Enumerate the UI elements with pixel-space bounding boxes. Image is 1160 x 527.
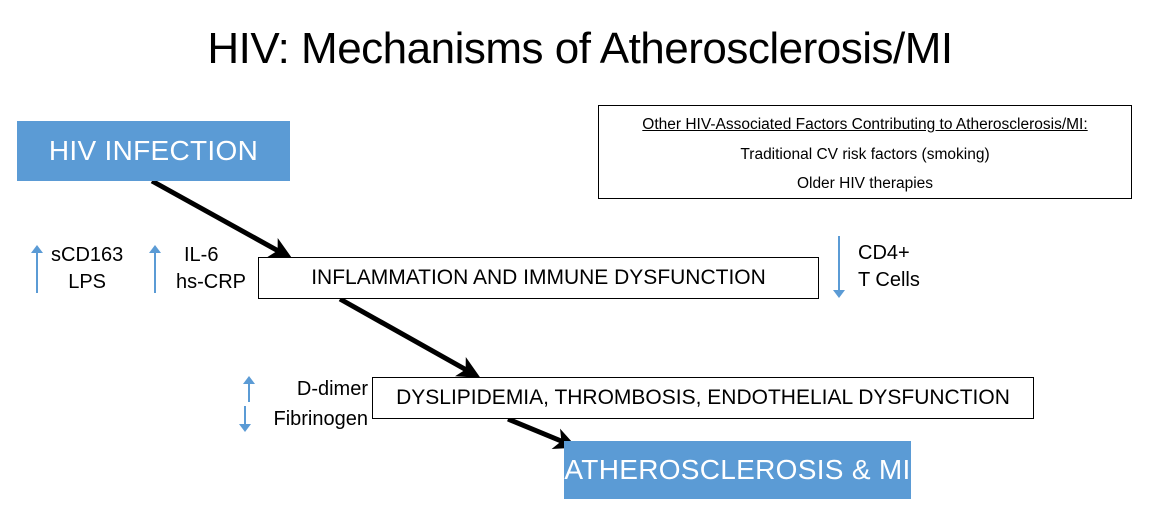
marker-cd4: CD4+ T Cells: [832, 234, 920, 300]
marker-il6: IL-6 hs-CRP: [148, 238, 246, 300]
other-factors-heading: Other HIV-Associated Factors Contributin…: [642, 116, 1088, 133]
arrow-down-icon: [238, 406, 252, 432]
marker-scd163: sCD163 LPS: [30, 238, 123, 300]
marker-il6-line-1: hs-CRP: [176, 271, 247, 293]
marker-cd4-line-0: CD4+: [858, 242, 910, 264]
marker-cd4-line-1: T Cells: [858, 269, 920, 291]
arrow-inflammation-to-dyslipidemia: [338, 296, 481, 378]
page-title: HIV: Mechanisms of Atherosclerosis/MI: [207, 24, 953, 73]
marker-scd163-line-0: sCD163: [51, 244, 124, 266]
arrow-dyslipidemia-to-atherosclerosis: [507, 416, 578, 449]
marker-scd163-line-1: LPS: [68, 271, 107, 293]
arrow-up-icon: [242, 376, 256, 402]
other-factors-callout[interactable]: Other HIV-Associated Factors Contributin…: [598, 105, 1132, 199]
node-dyslipidemia-label: DYSLIPIDEMIA, THROMBOSIS, ENDOTHELIAL DY…: [396, 386, 1010, 409]
node-atherosclerosis-mi[interactable]: ATHEROSCLEROSIS & MI: [564, 441, 911, 499]
arrow-up-icon: [30, 245, 44, 293]
marker-fibrinogen-label: Fibrinogen: [273, 407, 368, 430]
other-factors-item-0: Traditional CV risk factors (smoking): [740, 145, 990, 163]
node-inflammation[interactable]: INFLAMMATION AND IMMUNE DYSFUNCTION: [258, 257, 819, 299]
node-inflammation-label: INFLAMMATION AND IMMUNE DYSFUNCTION: [311, 266, 766, 289]
arrow-up-icon: [148, 245, 162, 293]
marker-ddimer-label: D-dimer: [296, 377, 368, 400]
marker-coagulation: D-dimer Fibrinogen: [238, 374, 370, 434]
marker-il6-line-0: IL-6: [184, 244, 219, 266]
node-hiv-infection[interactable]: HIV INFECTION: [17, 121, 290, 181]
node-atherosclerosis-mi-label: ATHEROSCLEROSIS & MI: [564, 454, 911, 485]
other-factors-item-1: Older HIV therapies: [796, 175, 934, 193]
node-hiv-infection-label: HIV INFECTION: [48, 135, 259, 166]
node-dyslipidemia[interactable]: DYSLIPIDEMIA, THROMBOSIS, ENDOTHELIAL DY…: [372, 377, 1034, 419]
arrow-down-icon: [832, 236, 846, 298]
